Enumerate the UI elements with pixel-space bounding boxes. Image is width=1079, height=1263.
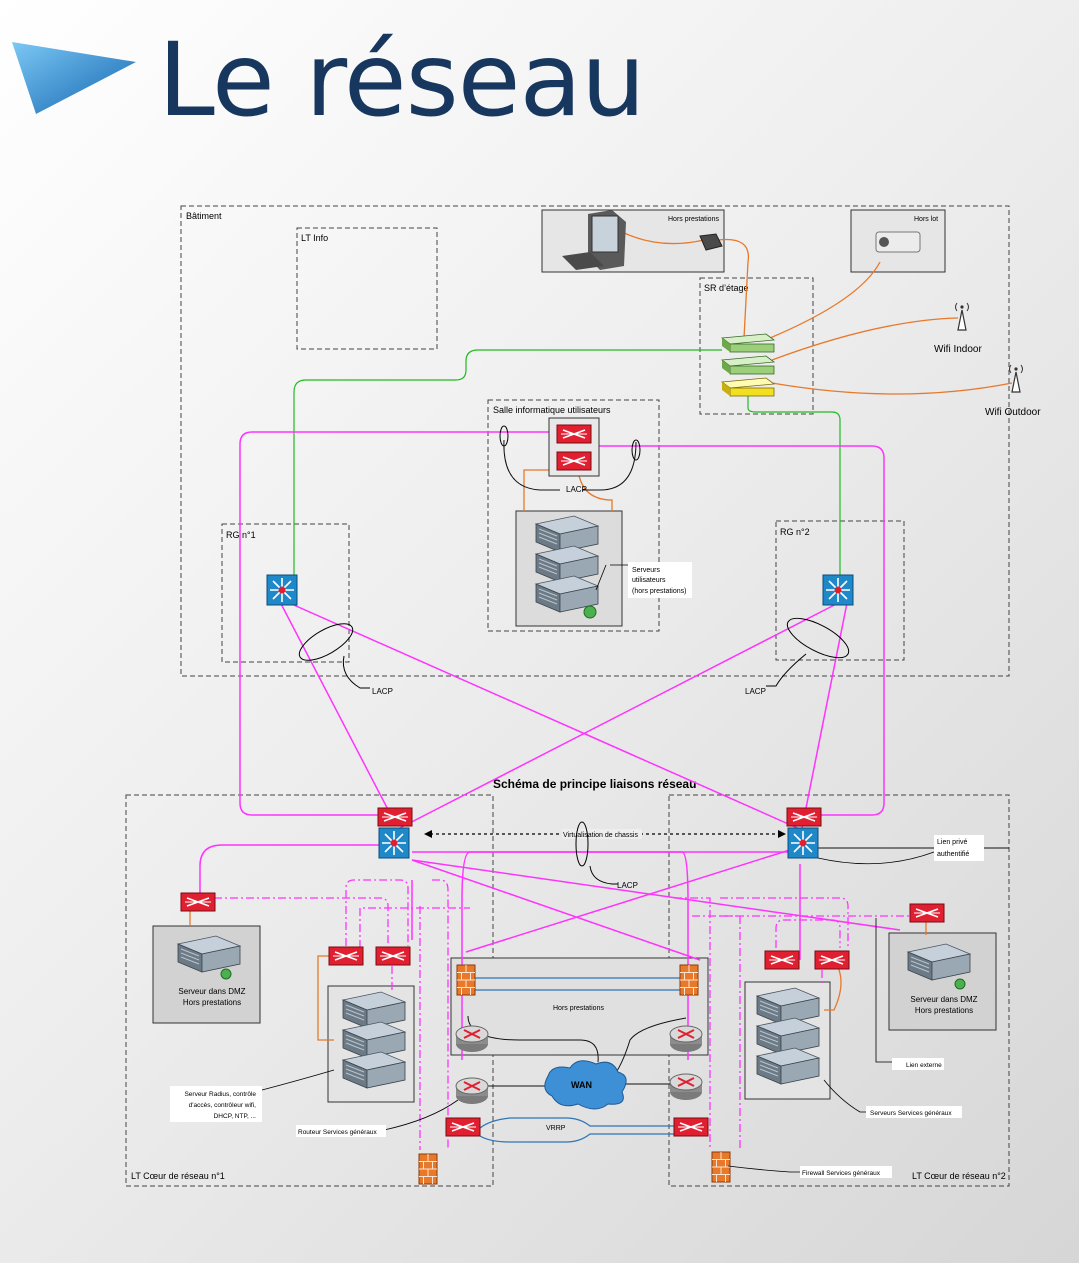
page-title: Le réseau — [158, 21, 646, 140]
floor-switch-1 — [721, 333, 775, 353]
fiber-links — [199, 431, 901, 1060]
firewall-left-icon — [456, 964, 476, 996]
phone-icon — [699, 233, 723, 251]
radius-servers-icon — [342, 991, 406, 1089]
workstation-icon — [562, 210, 626, 270]
services-switch-1 — [764, 950, 800, 970]
zone-lt-coeur-2-label: LT Cœur de réseau n°2 — [912, 1171, 1006, 1181]
zone-sr-etage-label: SR d’étage — [704, 283, 749, 293]
salle-switch-1 — [556, 424, 592, 444]
vrrp-label: VRRP — [546, 1125, 566, 1132]
firewall-right-icon — [679, 964, 699, 996]
lacp-salle-label: LACP — [566, 485, 587, 494]
core2-l3-switch — [787, 827, 819, 859]
svg-text:Firewall Services généraux: Firewall Services généraux — [802, 1170, 881, 1177]
rg2-l3-switch — [822, 574, 854, 606]
zone-hors-prestations-mid: Hors prestations — [450, 957, 709, 1056]
blue-links — [470, 977, 680, 1143]
lacp-left-label: LACP — [372, 687, 393, 696]
firewall-bottom-left-icon — [418, 1153, 438, 1185]
black-links — [467, 439, 1009, 1087]
firewall-bottom-right-icon — [711, 1151, 731, 1183]
virtualisation-label: Virtualisation de chassis — [563, 832, 638, 839]
zone-batiment-label: Bâtiment — [186, 211, 222, 221]
zone-salle-informatique-label: Salle informatique utilisateurs — [493, 405, 611, 415]
wifi-outdoor-label: Wifi Outdoor — [985, 407, 1041, 418]
services-switch-2 — [814, 950, 850, 970]
green-links — [293, 349, 841, 575]
floor-switch-2 — [721, 355, 775, 375]
zone-salle-informatique: Salle informatique utilisateurs — [487, 399, 660, 632]
wan-label: WAN — [571, 1080, 592, 1090]
router-hp-right-icon — [669, 1025, 703, 1053]
zone-rg1-label: RG n°1 — [226, 530, 256, 540]
title-arrow-icon — [12, 42, 136, 114]
vrrp-switch-left — [445, 1117, 481, 1137]
floor-switch-3 — [720, 377, 776, 397]
wifi-indoor-antenna-icon — [954, 302, 970, 331]
core1-switch — [377, 807, 413, 827]
serveurs-services-label: Serveurs Services généraux — [866, 1106, 962, 1118]
wifi-indoor-label: Wifi Indoor — [934, 344, 982, 355]
diagram-heading: Schéma de principe liaisons réseau — [493, 777, 696, 791]
core1-l3-switch — [378, 827, 410, 859]
svg-text:Routeur Services généraux: Routeur Services généraux — [298, 1129, 378, 1136]
salle-switch-2 — [556, 451, 592, 471]
lacp-core-label: LACP — [617, 881, 638, 890]
general-servers-icon — [756, 987, 820, 1085]
lacp-markers — [298, 425, 850, 885]
zone-hors-prestations-top-label: Hors prestations — [668, 216, 719, 223]
vrrp-switch-right — [673, 1117, 709, 1137]
dmz-server-left-icon — [177, 935, 241, 980]
camera-icon — [875, 231, 921, 253]
chassis-virtualisation: Virtualisation de chassis — [424, 829, 786, 839]
zone-lt-coeur-1-label: LT Cœur de réseau n°1 — [131, 1171, 225, 1181]
lacp-right-label: LACP — [745, 687, 766, 696]
zone-lt-info: LT Info — [296, 227, 438, 350]
service-links — [214, 879, 910, 1150]
firewall-services-label: Firewall Services généraux — [800, 1166, 892, 1178]
radius-switch-2 — [375, 946, 411, 966]
router-hp-left-icon — [455, 1025, 489, 1053]
dmz-right-switch — [909, 903, 945, 923]
zone-batiment: Bâtiment — [180, 205, 1010, 677]
wan-cloud-icon — [544, 1060, 627, 1110]
wifi-outdoor-antenna-icon — [1008, 364, 1024, 393]
lien-externe-label: Lien externe — [892, 1058, 944, 1070]
routeur-services-label: Routeur Services généraux — [296, 1125, 386, 1137]
zone-lt-info-label: LT Info — [301, 233, 328, 243]
zone-hors-lot-label: Hors lot — [914, 216, 938, 223]
router-services-right-icon — [669, 1073, 703, 1101]
svg-text:Serveurs Services généraux: Serveurs Services généraux — [870, 1110, 952, 1117]
zone-rg1: RG n°1 — [221, 523, 350, 663]
callout-lines — [261, 564, 935, 1173]
zone-rg2-label: RG n°2 — [780, 527, 810, 537]
svg-text:Lien externe: Lien externe — [906, 1062, 942, 1069]
dmz-server-right-icon — [907, 943, 971, 990]
radius-switch-1 — [328, 946, 364, 966]
rg1-l3-switch — [266, 574, 298, 606]
zone-hors-prestations-mid-label: Hors prestations — [553, 1005, 604, 1012]
user-servers-icon — [535, 515, 599, 619]
core2-switch — [786, 807, 822, 827]
dmz-left-switch — [180, 892, 216, 912]
router-services-left-icon — [455, 1077, 489, 1105]
